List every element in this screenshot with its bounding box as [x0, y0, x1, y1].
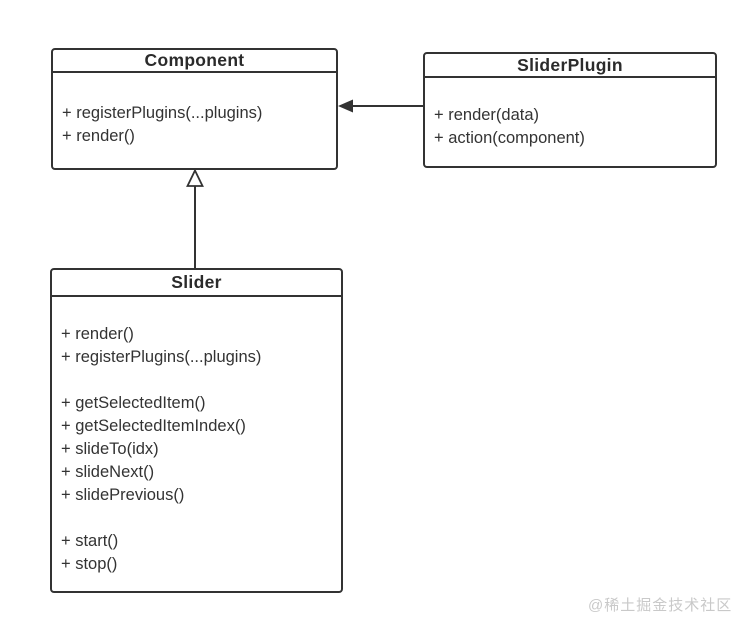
class-title-sliderplugin: SliderPlugin — [425, 54, 715, 78]
method-line — [61, 507, 337, 530]
method-line: + getSelectedItem() — [61, 394, 206, 412]
method-line: + render() — [62, 127, 135, 145]
method-line: + slideNext() — [61, 463, 155, 481]
method-line: + render(data) — [434, 106, 540, 124]
class-methods-sliderplugin: + render(data) + action(component) — [425, 78, 715, 150]
method-line: + slidePrevious() — [61, 486, 185, 504]
filled-arrowhead-icon — [338, 99, 353, 113]
method-line: + action(component) — [434, 129, 585, 147]
watermark: @稀土掘金技术社区 — [588, 597, 733, 614]
uml-class-sliderplugin: SliderPlugin + render(data) + action(comp… — [423, 52, 717, 168]
method-line: + start() — [61, 532, 119, 550]
hollow-triangle-arrowhead-icon — [186, 168, 204, 187]
class-methods-slider: + render()+ registerPlugins(...plugins) … — [52, 297, 341, 576]
class-title-component: Component — [53, 50, 336, 73]
class-methods-component: + registerPlugins(...plugins) + render() — [53, 73, 336, 148]
class-title-slider: Slider — [52, 270, 341, 297]
generalization-arrow-slider-to-component — [186, 168, 204, 268]
method-line: + registerPlugins(...plugins) — [62, 104, 263, 122]
method-line — [61, 369, 337, 392]
method-line: + slideTo(idx) — [61, 440, 159, 458]
association-arrow-sliderplugin-to-component — [338, 99, 423, 113]
method-line: + getSelectedItemIndex() — [61, 417, 246, 435]
uml-class-component: Component + registerPlugins(...plugins)+… — [51, 48, 338, 170]
method-line: + stop() — [61, 555, 118, 573]
method-line: + render() — [61, 325, 134, 343]
method-line: + registerPlugins(...plugins) — [61, 348, 262, 366]
uml-class-slider: Slider + render() + registerPlugins(...pl… — [50, 268, 343, 593]
